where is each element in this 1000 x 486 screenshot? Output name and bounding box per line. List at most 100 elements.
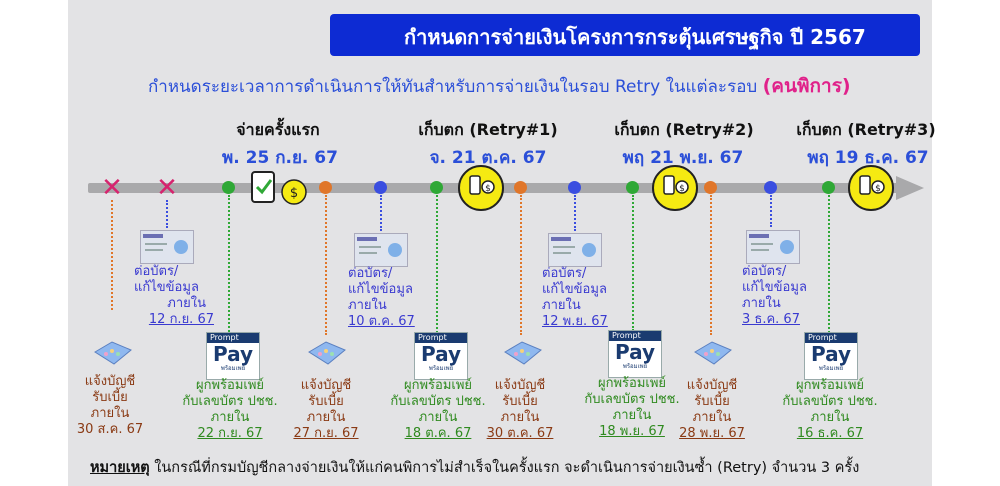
promptpay-logo-bottom: พร้อมเพย์ — [622, 363, 648, 370]
promptpay-label-line: ผูกพร้อมเพย์ — [597, 376, 667, 391]
promptpay-label-line: ภายใน — [418, 410, 458, 425]
promptpay-logo-bottom: พร้อมเพย์ — [818, 365, 844, 372]
promptpay-label: ผูกพร้อมเพย์ กับเลขบัตร ปชช. ภายใน 16 ธ.… — [780, 378, 880, 442]
connector-line — [710, 195, 712, 335]
svg-text:$: $ — [679, 184, 685, 194]
timeline-arrow-head — [896, 176, 924, 200]
idcard-label-line: ภายใน — [348, 298, 387, 313]
idcard-label-line: ภายใน — [542, 298, 581, 313]
promptpay-logo-main: Pay — [212, 342, 254, 366]
promptpay-deadline-date: 18 ต.ค. 67 — [404, 426, 472, 441]
retry-payment-icon: $ — [848, 165, 894, 211]
connector-line — [632, 195, 634, 331]
svg-text:$: $ — [875, 184, 881, 194]
id-card-icon — [140, 230, 194, 264]
promptpay-logo: Prompt Pay พร้อมเพย์ — [206, 332, 260, 380]
idcard-label-line: แก้ไขข้อมูล — [134, 280, 199, 295]
connector-line — [770, 195, 772, 227]
connector-line — [520, 195, 522, 335]
promptpay-deadline-date: 18 พ.ย. 67 — [599, 424, 665, 439]
idcard-label-line: ต่อบัตร/ — [134, 264, 179, 279]
promptpay-label-line: ภายใน — [612, 408, 652, 423]
idcard-label-line: ต่อบัตร/ — [742, 264, 787, 279]
bank-account-label: แจ้งบัญชี รับเบี้ย ภายใน 30 ต.ค. 67 — [480, 378, 560, 442]
idcard-deadline-date: 12 พ.ย. 67 — [542, 314, 608, 329]
event-date-first-payment: พ. 25 ก.ย. 67 — [222, 148, 338, 168]
event-date-retry-2: พฤ 21 พ.ย. 67 — [622, 148, 744, 168]
cross-mark-icon: ✕ — [101, 173, 123, 203]
note-text: ในกรณีที่กรมบัญชีกลางจ่ายเงินให้แก่คนพิก… — [149, 460, 860, 476]
bank-account-label: แจ้งบัญชี รับเบี้ย ภายใน 27 ก.ย. 67 — [286, 378, 366, 442]
promptpay-logo-top: Prompt — [805, 333, 857, 343]
bank-account-label: แจ้งบัญชี รับเบี้ย ภายใน 28 พ.ย. 67 — [672, 378, 752, 442]
cross-mark-icon: ✕ — [156, 173, 178, 203]
bank-book-icon — [502, 338, 544, 368]
connector-line — [574, 195, 576, 231]
idcard-deadline-dot — [764, 181, 777, 194]
retry-payment-icon: $ — [458, 165, 504, 211]
id-card-icon — [354, 233, 408, 267]
idcard-deadline-date: 12 ก.ย. 67 — [148, 312, 214, 327]
idcard-label-line: ภายใน — [742, 296, 781, 311]
idcard-deadline-dot — [374, 181, 387, 194]
retry-payment-icon: $ — [652, 165, 698, 211]
page-title: กำหนดการจ่ายเงินโครงการกระตุ้นเศรษฐกิจ ป… — [404, 25, 866, 49]
subtitle-text: กำหนดระยะเวลาการดำเนินการให้ทันสำหรับการ… — [148, 77, 758, 97]
bank-label-line: ภายใน — [500, 410, 540, 425]
idcard-label: ต่อบัตร/ แก้ไขข้อมูล ภายใน 12 ก.ย. 67 — [134, 264, 214, 328]
note-key: หมายเหตุ — [90, 460, 150, 476]
connector-line — [111, 200, 113, 310]
promptpay-logo-top: Prompt — [415, 333, 467, 343]
bank-deadline-date: 30 ต.ค. 67 — [486, 426, 554, 441]
promptpay-deadline-dot — [222, 181, 235, 194]
promptpay-label: ผูกพร้อมเพย์ กับเลขบัตร ปชช. ภายใน 18 ต.… — [388, 378, 488, 442]
idcard-label-line: ภายใน — [167, 296, 206, 311]
promptpay-logo-top: Prompt — [609, 331, 661, 341]
idcard-label-line: แก้ไขข้อมูล — [348, 282, 413, 297]
promptpay-label-line: ผูกพร้อมเพย์ — [795, 378, 865, 393]
promptpay-label-line: กับเลขบัตร ปชช. — [182, 394, 278, 409]
promptpay-deadline-dot — [430, 181, 443, 194]
event-title-first-payment: จ่ายครั้งแรก — [236, 120, 320, 139]
event-title-retry-3: เก็บตก (Retry#3) — [796, 120, 936, 139]
promptpay-logo: Prompt Pay พร้อมเพย์ — [608, 330, 662, 378]
promptpay-deadline-dot — [626, 181, 639, 194]
bank-book-icon — [92, 338, 134, 368]
event-date-retry-3: พฤ 19 ธ.ค. 67 — [807, 148, 929, 168]
idcard-label-line: ต่อบัตร/ — [348, 266, 393, 281]
bank-book-icon — [692, 338, 734, 368]
connector-line — [380, 195, 382, 231]
promptpay-label-line: ผูกพร้อมเพย์ — [195, 378, 265, 393]
bank-account-deadline-dot — [319, 181, 332, 194]
promptpay-logo-top: Prompt — [207, 333, 259, 343]
subtitle: กำหนดระยะเวลาการดำเนินการให้ทันสำหรับการ… — [148, 72, 928, 100]
bank-label-line: ภายใน — [306, 410, 346, 425]
idcard-label-line: แก้ไขข้อมูล — [742, 280, 807, 295]
bank-label-line: รับเบี้ย — [694, 394, 730, 409]
bank-account-label: แจ้งบัญชี รับเบี้ย ภายใน 30 ส.ค. 67 — [70, 374, 150, 438]
event-title-retry-1: เก็บตก (Retry#1) — [418, 120, 558, 139]
id-card-icon — [548, 233, 602, 267]
connector-line — [436, 195, 438, 333]
footer-note: หมายเหตุ ในกรณีที่กรมบัญชีกลางจ่ายเงินให… — [90, 456, 920, 480]
promptpay-label-line: ภายใน — [210, 410, 250, 425]
bank-label-line: ภายใน — [90, 406, 130, 421]
promptpay-logo: Prompt Pay พร้อมเพย์ — [414, 332, 468, 380]
bank-label-line: รับเบี้ย — [502, 394, 538, 409]
bank-deadline-date: 30 ส.ค. 67 — [76, 422, 144, 437]
bank-label-line: ภายใน — [692, 410, 732, 425]
bank-deadline-date: 27 ก.ย. 67 — [293, 426, 359, 441]
idcard-label: ต่อบัตร/ แก้ไขข้อมูล ภายใน 12 พ.ย. 67 — [542, 266, 622, 330]
bank-label-line: แจ้งบัญชี — [300, 378, 352, 393]
promptpay-logo-main: Pay — [614, 340, 656, 364]
idcard-deadline-dot — [568, 181, 581, 194]
promptpay-logo-bottom: พร้อมเพย์ — [220, 365, 246, 372]
promptpay-label-line: กับเลขบัตร ปชช. — [584, 392, 680, 407]
bank-account-deadline-dot — [514, 181, 527, 194]
connector-line — [228, 195, 230, 335]
promptpay-label-line: กับเลขบัตร ปชช. — [782, 394, 878, 409]
idcard-deadline-date: 3 ธ.ค. 67 — [742, 312, 800, 327]
connector-line — [325, 195, 327, 335]
idcard-label-line: แก้ไขข้อมูล — [542, 282, 607, 297]
